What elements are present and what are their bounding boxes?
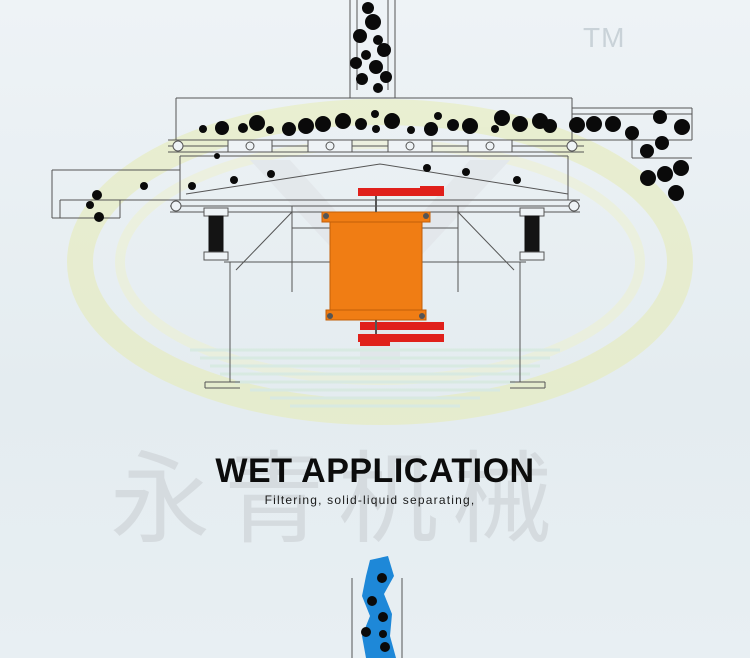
fines-outlet-spout (51, 169, 180, 219)
watermark-company-name: 永青机械 (110, 441, 566, 558)
trademark-symbol: TM (583, 22, 626, 53)
spring-right (519, 207, 545, 261)
oversize-outlet-spout (572, 107, 693, 159)
spring-left (203, 207, 229, 261)
liquid-inlet-diagram (351, 556, 403, 658)
mesh-clamp-rings (172, 139, 578, 153)
vibration-motor (321, 186, 444, 346)
section-subtitle: Filtering, solid-liquid separating, (264, 493, 476, 507)
logo-watermark-icon (67, 99, 693, 425)
material-particles (86, 2, 690, 222)
section-title: WET APPLICATION (215, 452, 535, 490)
